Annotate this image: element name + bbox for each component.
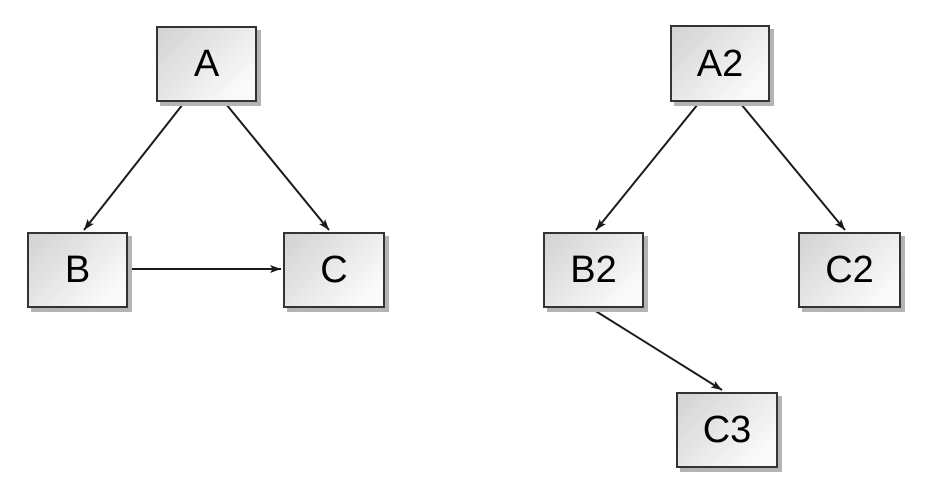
node-B2: B2 (543, 232, 644, 308)
node-C2: C2 (798, 232, 901, 308)
node-A2: A2 (670, 25, 770, 102)
node-A: A (156, 26, 257, 102)
edge-A2-B2 (595, 103, 699, 231)
node-B-label: B (64, 249, 91, 291)
node-B: B (27, 232, 128, 308)
node-B2-label: B2 (570, 249, 617, 291)
node-A2-label: A2 (696, 42, 744, 85)
node-A-label: A (193, 43, 220, 85)
edge-B2-C3 (593, 309, 723, 391)
node-C3: C3 (676, 392, 778, 468)
node-C2-label: C2 (825, 249, 874, 291)
node-C3-label: C3 (702, 409, 752, 451)
node-C-label: C (320, 249, 348, 291)
edge-A-C (225, 103, 330, 231)
node-C: C (283, 232, 385, 308)
edge-A-B (83, 103, 184, 231)
edge-A2-C2 (740, 103, 846, 231)
